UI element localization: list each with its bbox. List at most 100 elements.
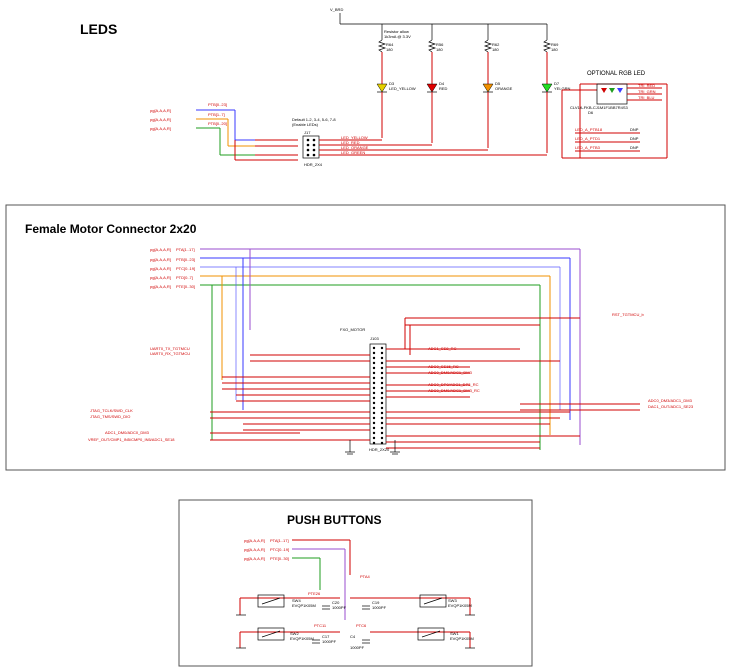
svg-text:PTA[1..17]: PTA[1..17]	[270, 538, 289, 543]
svg-text:LED_A_PTB18: LED_A_PTB18	[575, 127, 603, 132]
svg-text:pg[A,A,A,R]: pg[A,A,A,R]	[150, 284, 171, 289]
svg-text:TRI_BLU: TRI_BLU	[638, 95, 655, 100]
header-j17: Default 1-2, 3-4, 5-6, 7-8 (Enable LEDs)…	[292, 117, 336, 167]
connector-pin	[372, 416, 376, 420]
resistor-ref: R56	[436, 42, 444, 47]
connector-pin	[380, 396, 384, 400]
svg-text:EVQP1K05M: EVQP1K05M	[450, 636, 474, 641]
connector-pin	[372, 351, 376, 355]
connector-pin	[372, 381, 376, 385]
svg-text:PTE[0..30]: PTE[0..30]	[176, 284, 195, 289]
svg-text:1000PF: 1000PF	[372, 605, 387, 610]
svg-text:pg[A,A,A,R]: pg[A,A,A,R]	[244, 556, 265, 561]
push-section: PUSH BUTTONS pg[A,A,A,R] pg[A,A,A,R] pg[…	[178, 499, 533, 667]
svg-text:PTA4: PTA4	[360, 574, 370, 579]
connector-pin	[380, 356, 384, 360]
capacitors: C20 1000PF C19 1000PF C17 1000PF C4 1000…	[312, 600, 387, 650]
svg-text:LED_A_PTB3: LED_A_PTB3	[575, 145, 601, 150]
svg-text:pg[A,A,A,R]: pg[A,A,A,R]	[150, 247, 171, 252]
svg-text:ADC1_SE8_RC: ADC1_SE8_RC	[428, 346, 457, 351]
svg-text:LED_A_PTD1: LED_A_PTD1	[575, 136, 601, 141]
connector-pin	[380, 406, 384, 410]
resistor-value: 180	[551, 47, 558, 52]
svg-text:DNP: DNP	[630, 136, 639, 141]
motor-left-labels: UART0_TX_TGTMCU UART0_RX_TGTMCU JTAG_TCL…	[88, 346, 190, 442]
connector-pin	[372, 386, 376, 390]
connector-pin	[372, 441, 376, 445]
svg-text:ADC0_DM0/ADC1_DM3_RC: ADC0_DM0/ADC1_DM3_RC	[428, 388, 480, 393]
svg-text:SW2: SW2	[290, 631, 299, 636]
svg-text:PTB[1..7]: PTB[1..7]	[208, 112, 225, 117]
led-name: LED_YELLOW	[389, 86, 416, 91]
led-ref: D5	[495, 81, 501, 86]
resistor-note-1: Resistor allow	[384, 29, 409, 34]
connector-pin	[380, 351, 384, 355]
led-red-icon	[426, 83, 438, 93]
switch-sw2: SW2 EVQP1K05M	[236, 627, 340, 649]
svg-text:pg[A,A,A,R]: pg[A,A,A,R]	[150, 117, 171, 122]
motor-section: Female Motor Connector 2x20 pg[A,A,A,R] …	[5, 204, 726, 471]
svg-text:TRI_GRN: TRI_GRN	[638, 89, 656, 94]
led-nets: LED_YELLOW LED_RED LED_ORANGE LED_GREEN	[319, 135, 547, 156]
svg-text:(Enable LEDs): (Enable LEDs)	[292, 122, 319, 127]
resistor-ref: R64	[386, 42, 394, 47]
svg-text:PTC6: PTC6	[356, 623, 367, 628]
svg-text:PTC11: PTC11	[314, 623, 327, 628]
svg-text:LED_ORANGE: LED_ORANGE	[341, 145, 369, 150]
connector-pin	[380, 381, 384, 385]
resistor-note-2: 1k3mA @ 3.3V	[384, 34, 411, 39]
svg-text:JTAG_TMS/SWD_DIO: JTAG_TMS/SWD_DIO	[90, 414, 130, 419]
connector-pin	[372, 426, 376, 430]
push-section-frame	[178, 499, 533, 667]
rgb-led-block: OPTIONAL RGB LED CLV1A-FKB-CJ1M1F1BB7R4S…	[561, 71, 668, 159]
led-branch-1: R64 180 D3 LED_YELLOW	[376, 24, 416, 138]
led-ref: D4	[439, 81, 445, 86]
svg-text:FXO_MOTOR: FXO_MOTOR	[340, 327, 365, 332]
svg-text:1000PF: 1000PF	[350, 645, 365, 650]
motor-title: Female Motor Connector 2x20	[25, 222, 197, 236]
svg-text:EVQP1K05M: EVQP1K05M	[290, 636, 314, 641]
connector-pin	[372, 346, 376, 350]
led-name: RED	[439, 86, 448, 91]
connector-pin	[380, 386, 384, 390]
connector-pin	[372, 436, 376, 440]
svg-text:EVQP1K05M: EVQP1K05M	[292, 603, 316, 608]
resistor-value: 180	[386, 47, 393, 52]
connector-pin	[372, 371, 376, 375]
led-ref: D7	[554, 81, 560, 86]
connector-pin	[372, 401, 376, 405]
connector-pin	[380, 371, 384, 375]
svg-text:TRI_RED: TRI_RED	[638, 83, 655, 88]
svg-text:D6: D6	[588, 110, 594, 115]
led-name: ORANGE	[495, 86, 513, 91]
led-ref: D3	[389, 81, 395, 86]
led-port-inputs: pg[A,A,A,R] pg[A,A,A,R] pg[A,A,A,R] PTB[…	[150, 102, 298, 161]
svg-text:LED_GREEN: LED_GREEN	[341, 150, 365, 155]
svg-text:LED_YELLOW: LED_YELLOW	[341, 135, 368, 140]
svg-text:pg[A,A,A,R]: pg[A,A,A,R]	[244, 538, 265, 543]
connector-pin	[380, 366, 384, 370]
svg-text:PTA[1..17]: PTA[1..17]	[176, 247, 195, 252]
resistor-ref: R62	[492, 42, 500, 47]
svg-text:VREF_OUT/CMP1_IN5/CMP0_IN5/ADC: VREF_OUT/CMP1_IN5/CMP0_IN5/ADC1_SE18	[88, 437, 175, 442]
svg-text:SW4: SW4	[292, 598, 301, 603]
led-branch-3: R62 180 D5 ORANGE	[482, 24, 513, 148]
connector-pin	[380, 441, 384, 445]
led-orange-icon	[482, 83, 494, 93]
svg-text:J17: J17	[304, 130, 311, 135]
led-green-icon	[541, 83, 553, 93]
connector-pin	[372, 356, 376, 360]
svg-text:DAC1_OUT/ADC1_SE23: DAC1_OUT/ADC1_SE23	[648, 404, 694, 409]
connector-pin	[380, 426, 384, 430]
svg-text:1000PF: 1000PF	[332, 605, 347, 610]
ground-icon	[345, 440, 400, 455]
connector-pin	[380, 391, 384, 395]
motor-right-labels: ADC1_SE8_RC ADC0_SE15_RC ADC0_DM0/ADC1_D…	[428, 312, 694, 409]
connector-pin	[380, 436, 384, 440]
connector-pin	[380, 416, 384, 420]
led-branch-2: R56 180 D4 RED	[426, 24, 448, 143]
svg-text:SW3: SW3	[448, 598, 457, 603]
connector-pin	[380, 376, 384, 380]
led-branch-4: R69 180 D7 YELGRN	[541, 24, 571, 153]
svg-text:Default 1-2, 3-4, 5-6, 7-8: Default 1-2, 3-4, 5-6, 7-8	[292, 117, 336, 122]
